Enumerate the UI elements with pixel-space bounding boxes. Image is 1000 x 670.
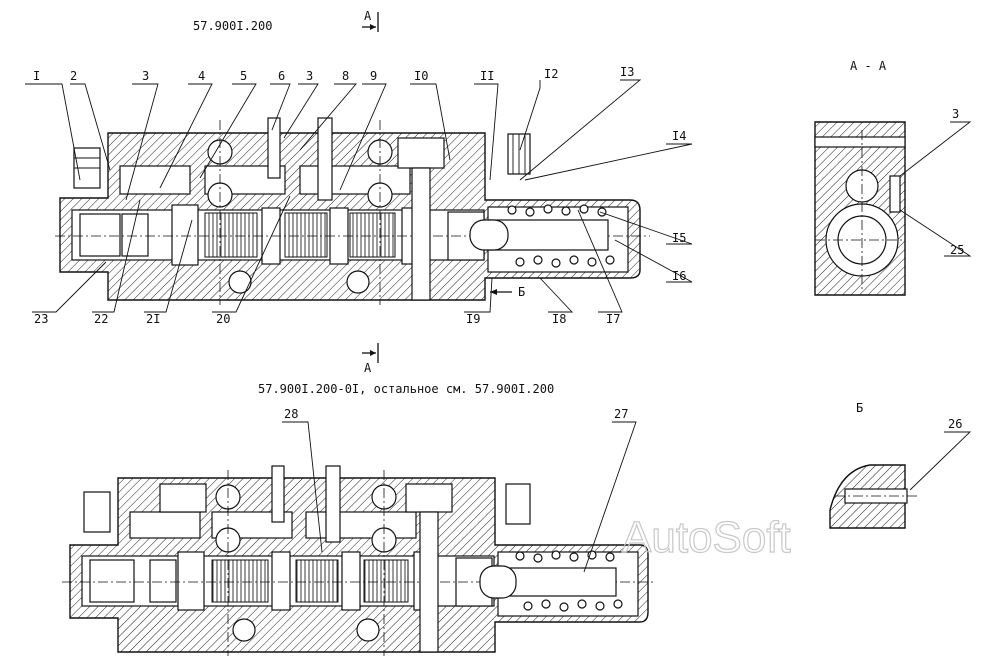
callout-10: I0 [414,69,428,83]
callout-2: 2 [70,69,77,83]
view-b: Б 26 [829,401,972,529]
callout-1: I [33,69,40,83]
callout-23: 23 [34,312,48,326]
callout-14: I4 [672,129,686,143]
callout-3b: 3 [306,69,313,83]
callout-18: I8 [552,312,566,326]
callout-28: 28 [284,407,298,421]
callout-25: 25 [950,243,964,257]
callout-17: I7 [606,312,620,326]
callout-6: 6 [278,69,285,83]
section-letter-b-arrow: Б [518,285,525,299]
callout-8: 8 [342,69,349,83]
callout-21: 2I [146,312,160,326]
bottom-section-view: 28 27 [62,407,655,656]
callout-22: 22 [94,312,108,326]
callout-5: 5 [240,69,247,83]
callout-3: 3 [142,69,149,83]
callout-4: 4 [198,69,205,83]
callout-12: I2 [544,67,558,81]
callout-9: 9 [370,69,377,83]
section-letter-a-bottom: А [364,361,372,375]
callout-16: I6 [672,269,686,283]
callout-aa-3: 3 [952,107,959,121]
watermark: AutoSoft [622,513,791,562]
section-mark-a-bottom: А [362,343,379,375]
callout-11: II [480,69,494,83]
section-mark-a-top: А [362,9,379,32]
callout-27: 27 [614,407,628,421]
callout-26: 26 [948,417,962,431]
main-section-view [55,117,650,305]
section-letter-a-top: А [364,9,372,23]
drawing-number-top: 57.900I.200 [193,19,272,33]
view-aa-title: А - А [850,59,887,73]
callout-19: I9 [466,312,480,326]
view-aa: А - А 3 25 [814,59,972,296]
callout-20: 20 [216,312,230,326]
view-b-title: Б [856,401,863,415]
callout-13: I3 [620,65,634,79]
caption-bottom: 57.900I.200-0I, остальное см. 57.900I.20… [258,382,554,396]
callouts-top: I 2 3 4 5 6 3 8 9 I0 II I2 I3 I4 I5 I6 I… [25,65,693,326]
callout-15: I5 [672,231,686,245]
